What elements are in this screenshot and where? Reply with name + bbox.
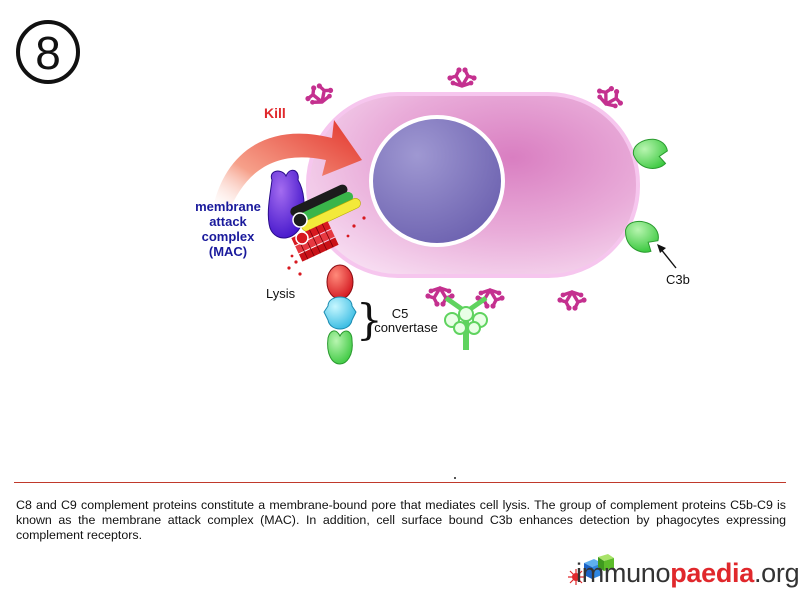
c3b-pointer-arrow (659, 247, 677, 269)
mac-label-line1: membrane (195, 199, 261, 214)
c5-convertase-label: C5 convertase (374, 306, 438, 335)
surface-receptor (445, 65, 479, 88)
mac-label-line4: (MAC) (209, 244, 247, 259)
surface-receptor (300, 77, 338, 109)
logo-part-org: .org (753, 558, 800, 588)
c5-brace: } (356, 295, 383, 344)
mac-label-line2: attack (209, 214, 247, 229)
step-badge: 8 (16, 20, 80, 84)
membrane-attack-complex (267, 169, 361, 262)
caption-rule (14, 482, 786, 483)
logo-part-immuno: immuno (576, 558, 671, 588)
c3b-pointer-head (657, 244, 666, 253)
c3b-label: C3b (666, 272, 690, 287)
c5-convertase-stack (323, 264, 357, 365)
kill-label: Kill (264, 105, 286, 121)
logo-part-paedia: paedia (670, 558, 754, 588)
c5-label-line2: convertase (374, 320, 438, 335)
figure-caption: C8 and C9 complement proteins constitute… (16, 498, 786, 543)
kill-arrow (212, 120, 362, 214)
surface-receptor (473, 288, 507, 311)
logo-wordmark[interactable]: immunopaedia.org (576, 558, 800, 589)
lysis-droplets (287, 216, 366, 276)
step-badge-number: 8 (35, 27, 61, 79)
surface-receptor (591, 78, 630, 114)
mac-label: membrane attack complex (MAC) (195, 199, 261, 259)
surface-receptor (555, 290, 589, 313)
cell-nucleus (369, 115, 505, 247)
separator-dot (454, 477, 456, 479)
logo-mark (568, 554, 614, 585)
c5-convertase-receptor (444, 295, 488, 350)
lysis-label: Lysis (266, 286, 296, 301)
mac-label-line3: complex (202, 229, 256, 244)
c5-label-line1: C5 (392, 306, 409, 321)
